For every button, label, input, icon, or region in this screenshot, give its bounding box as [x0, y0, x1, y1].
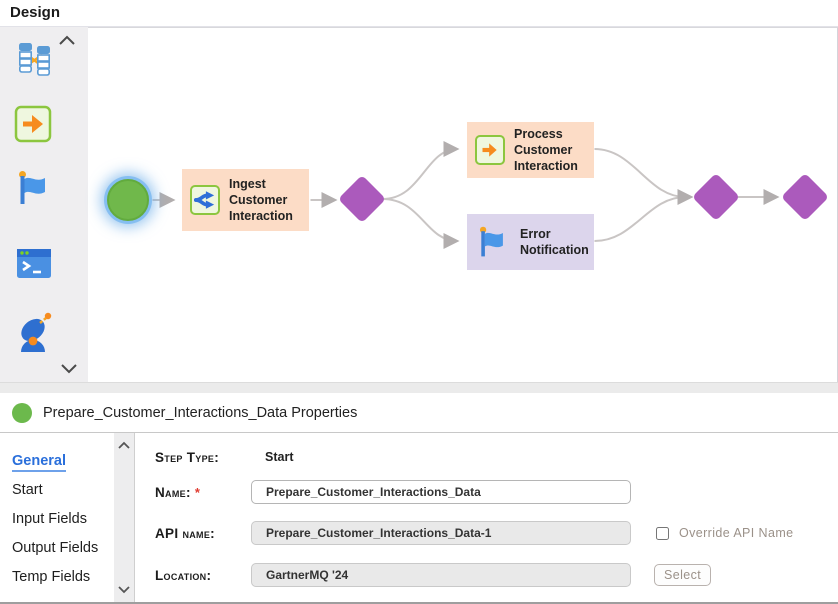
step-palette [0, 27, 88, 382]
override-api-name-label: Override API Name [679, 526, 794, 540]
design-header: Design [0, 0, 838, 27]
flow-node-label: Process Customer Interaction [514, 126, 578, 174]
properties-header: Prepare_Customer_Interactions_Data Prope… [0, 393, 838, 433]
properties-nav-scrollbar [114, 433, 135, 602]
process-step-icon[interactable] [14, 105, 52, 143]
name-input[interactable] [251, 480, 631, 504]
properties-form: Step Type: Start Name: * API name: Overr… [135, 433, 838, 602]
flow-node-label: Error Notification [520, 226, 589, 257]
satellite-icon[interactable] [14, 310, 56, 354]
mapping-icon[interactable] [14, 40, 54, 80]
merge-arrow-icon [190, 185, 220, 215]
nav-item-output-fields[interactable]: Output Fields [12, 540, 99, 556]
nav-scroll-up-icon[interactable] [117, 441, 131, 450]
flow-node-error[interactable]: Error Notification [467, 214, 594, 270]
properties-nav: General Start Input Fields Output Fields… [0, 433, 114, 602]
page-title: Design [10, 4, 61, 21]
flow-node-process[interactable]: Process Customer Interaction [467, 122, 594, 178]
properties-panel: General Start Input Fields Output Fields… [0, 433, 838, 602]
canvas-horizontal-scrollbar[interactable] [0, 382, 838, 393]
override-api-name-group: Override API Name [656, 521, 793, 545]
flow-node-start[interactable] [107, 179, 149, 221]
flow-connectors [152, 141, 780, 249]
name-label: Name: * [155, 484, 201, 500]
nav-scroll-down-icon[interactable] [117, 585, 131, 594]
override-api-name-checkbox[interactable] [656, 526, 669, 540]
nav-item-input-fields[interactable]: Input Fields [12, 511, 87, 527]
nav-item-temp-fields[interactable]: Temp Fields [12, 569, 91, 585]
flag-icon[interactable] [14, 168, 54, 208]
properties-title: Prepare_Customer_Interactions_Data Prope… [43, 404, 358, 421]
nav-item-general[interactable]: General [0, 447, 114, 476]
palette-scroll-up-icon[interactable] [58, 35, 76, 46]
flow-node-label: Ingest Customer Interaction [229, 176, 293, 224]
terminal-icon[interactable] [14, 245, 54, 281]
nav-item-start[interactable]: Start [12, 482, 43, 498]
step-type-value: Start [265, 450, 294, 464]
api-name-label: API name: [155, 525, 215, 541]
location-select-button[interactable]: Select [654, 564, 712, 586]
flow-canvas[interactable]: Ingest Customer Interaction Process Cust… [88, 27, 838, 382]
orange-arrow-icon [475, 135, 505, 165]
location-input[interactable] [251, 563, 631, 587]
flow-node-ingest[interactable]: Ingest Customer Interaction [182, 169, 309, 231]
required-marker: * [194, 484, 201, 500]
design-body: Ingest Customer Interaction Process Cust… [0, 27, 838, 382]
start-step-status-icon [12, 402, 32, 423]
step-type-label: Step Type: [155, 449, 220, 465]
location-label: Location: [155, 567, 212, 583]
palette-scroll-down-icon[interactable] [60, 363, 78, 374]
api-name-input[interactable] [251, 521, 631, 545]
flag-icon [479, 226, 503, 257]
